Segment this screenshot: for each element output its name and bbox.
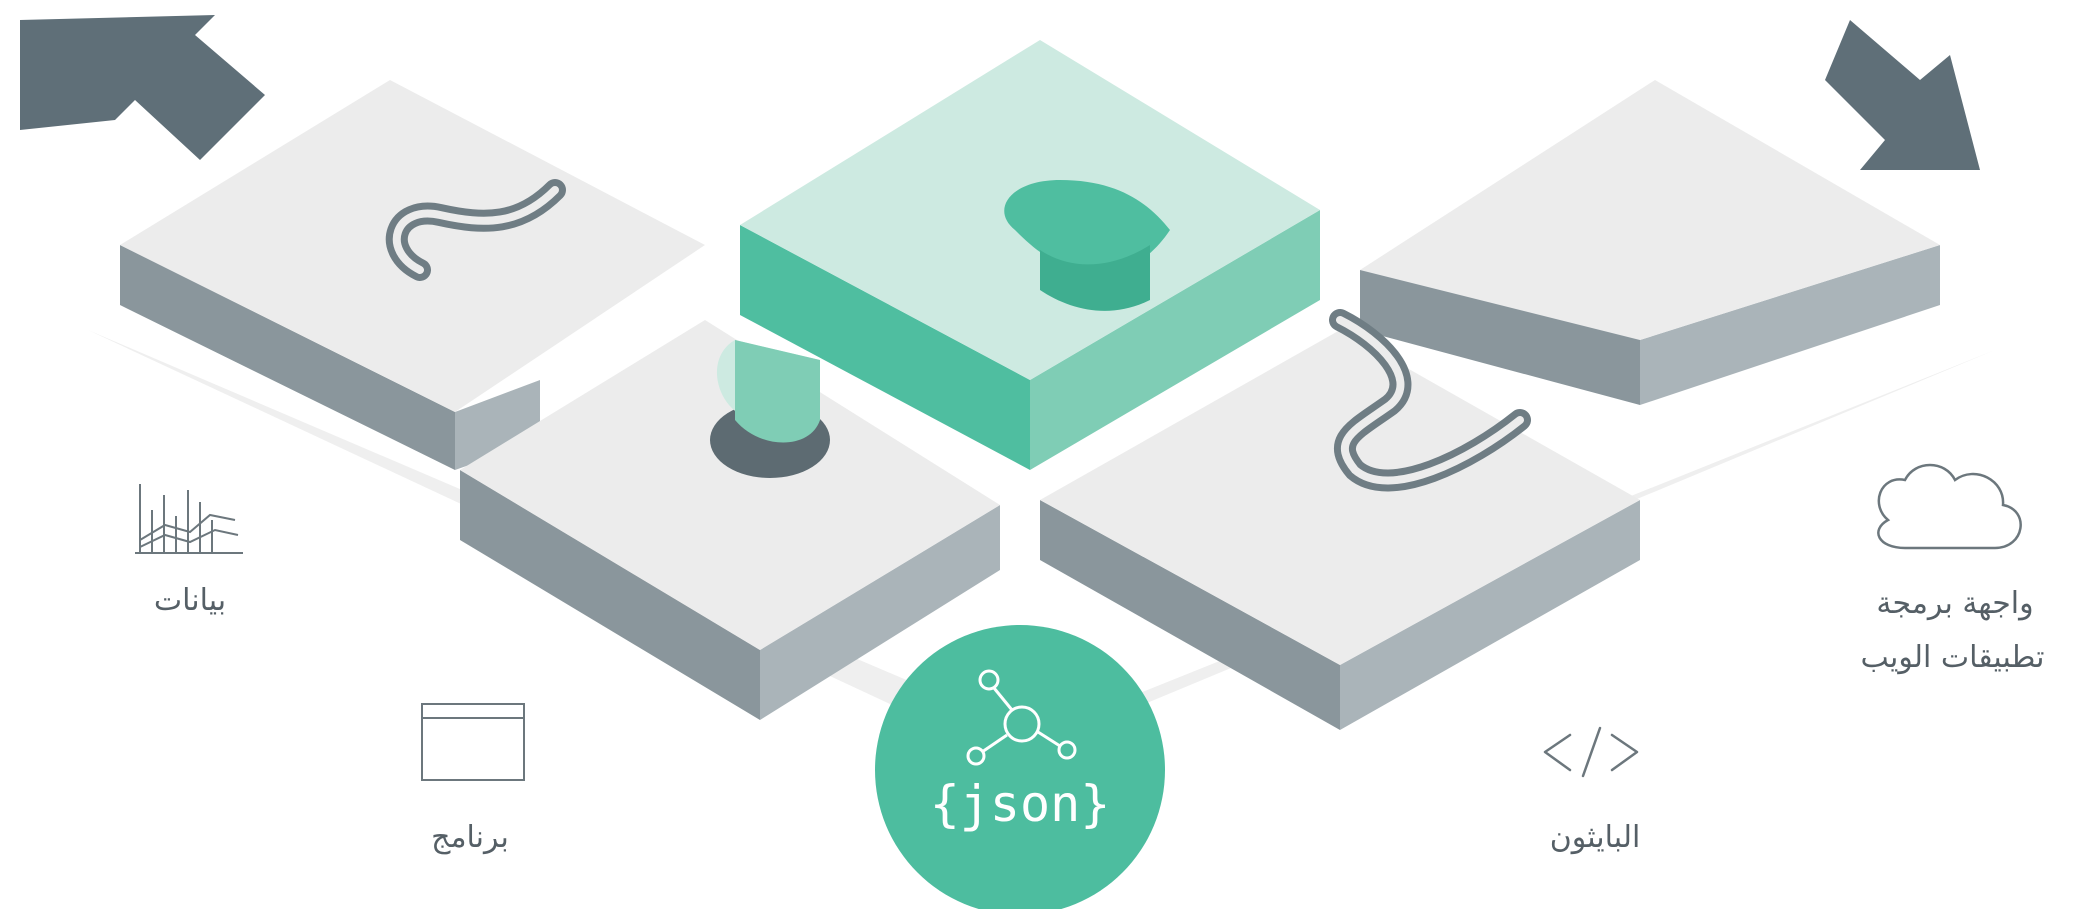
browser-window-icon	[421, 703, 525, 781]
puzzle-piece-center-green	[716, 40, 1320, 470]
arrow-down-left-icon	[1825, 20, 1980, 170]
label-web-api-2: تطبيقات الويب	[1860, 640, 2045, 675]
label-data: بيانات	[153, 583, 227, 618]
label-python: البايثون	[1549, 820, 1641, 855]
label-json: {json}	[929, 775, 1111, 833]
puzzle-piece-right-1	[1040, 309, 1640, 730]
label-program: برنامج	[431, 820, 509, 855]
json-node	[875, 625, 1165, 909]
json-circle	[875, 625, 1165, 909]
puzzle-piece-left-2	[460, 320, 1000, 720]
network-nodes-icon	[966, 669, 1077, 766]
puzzle-piece-right-2	[1360, 80, 1940, 405]
arrow-up-left-icon	[20, 15, 265, 160]
cloud-icon	[1877, 463, 2022, 550]
label-web-api-1: واجهة برمجة	[1876, 586, 2034, 621]
code-brackets-icon	[1543, 726, 1639, 778]
bar-chart-icon	[135, 484, 243, 554]
